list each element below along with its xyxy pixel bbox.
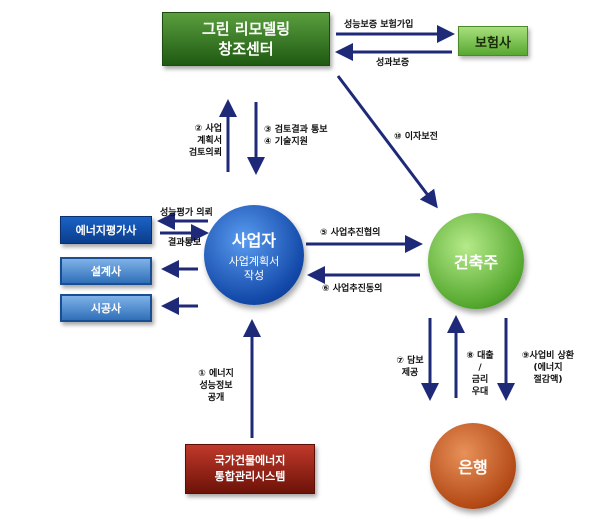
label-eval-request: 성능평가 의뢰 [160,208,213,218]
label-step1-line3: 공개 [207,393,225,403]
label-step7-line1: ⑦ 담보 [396,356,424,366]
label-step9-line1: ⑨사업비 상환 [521,351,575,361]
business-operator-circle: 사업자 사업계획서 작성 [204,205,304,305]
business-operator-title: 사업자 [231,231,277,250]
national-system-line2: 통합관리시스템 [214,470,286,483]
constructor-label: 시공사 [90,302,122,315]
label-step8-line2: / [478,363,482,373]
label-step8-line4: 우대 [471,387,489,397]
label-step9: ⑨사업비 상환 (에너지 절감액) [510,350,586,386]
label-result-notice: 결과통보 [168,238,202,248]
insurer-label: 보험사 [475,35,511,51]
national-system-line1: 국가건물에너지 [214,454,286,467]
national-building-energy-system-box: 국가건물에너지 통합관리시스템 [185,444,315,494]
business-operator-line2: 작성 [243,269,265,282]
label-step5: ⑤ 사업추진협의 [320,228,381,238]
label-step2: ② 사업 계획서 검토의뢰 [168,123,222,159]
building-owner-label: 건축주 [453,253,499,272]
label-step2-line1: ② 사업 [194,124,222,134]
energy-evaluator-box: 에너지평가사 [60,216,152,244]
constructor-box: 시공사 [60,294,152,322]
label-step8-line3: 금리 [471,375,489,385]
label-step7-line2: 제공 [401,368,419,378]
green-remodeling-center-box: 그린 리모델링 창조센터 [162,12,330,66]
label-step1-line2: 성능정보 [199,381,233,391]
label-step3: ③ 검토결과 통보 [264,125,328,135]
label-step10: ⑩ 이자보전 [394,132,438,142]
label-step8: ⑧ 대출 / 금리 우대 [460,350,500,398]
label-step4: ④ 기술지원 [264,137,308,147]
label-performance-insurance: 성능보증 보험가입 [344,20,414,30]
designer-label: 설계사 [90,265,122,278]
label-performance-guarantee: 성과보증 [376,58,410,68]
label-step1: ① 에너지 성능정보 공개 [186,368,246,404]
label-step1-line1: ① 에너지 [198,369,234,379]
label-step7: ⑦ 담보 제공 [394,355,426,379]
label-step6: ⑥ 사업추진동의 [322,284,383,294]
green-center-line1: 그린 리모델링 [201,20,291,38]
label-step2-line3: 검토의뢰 [188,148,222,158]
label-step9-line3: 절감액) [533,375,563,385]
business-operator-line1: 사업계획서 [228,255,280,268]
label-step9-line2: (에너지 [533,363,563,373]
arrow-step10 [336,75,438,209]
bank-circle: 은행 [430,423,516,509]
label-step3-4: ③ 검토결과 통보 ④ 기술지원 [264,124,328,148]
insurer-box: 보험사 [458,26,528,56]
energy-evaluator-label: 에너지평가사 [75,224,137,237]
building-owner-circle: 건축주 [428,213,524,309]
bank-label: 은행 [458,458,488,477]
green-center-line2: 창조센터 [218,40,274,58]
label-step2-line2: 계획서 [197,136,222,146]
designer-box: 설계사 [60,257,152,285]
label-step8-line1: ⑧ 대출 [466,351,494,361]
